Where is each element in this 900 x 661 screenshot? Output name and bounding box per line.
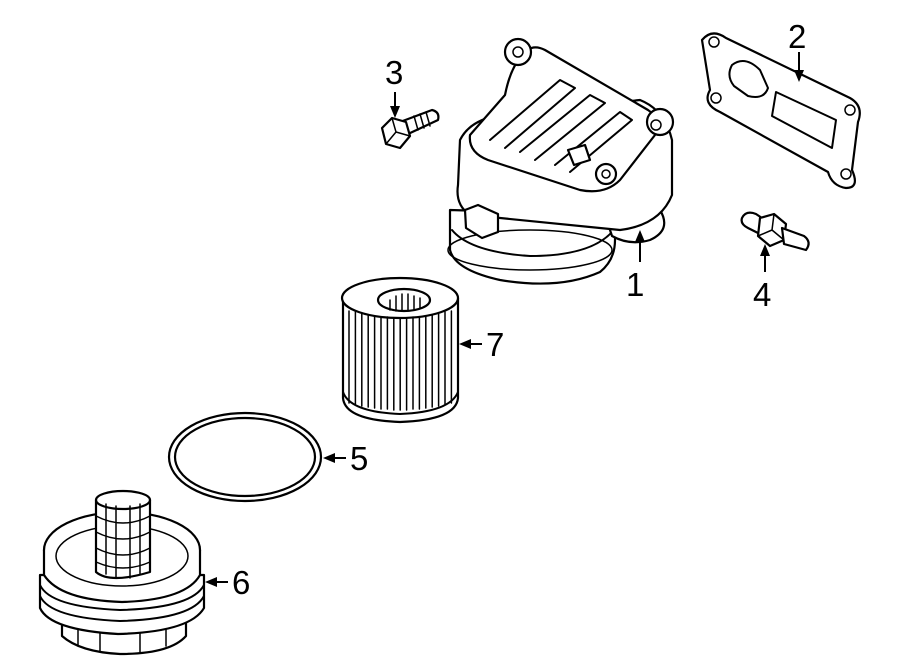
part-2-gasket[interactable] — [700, 32, 861, 190]
callout-number-3: 3 — [385, 54, 403, 91]
callout-number-2: 2 — [788, 18, 806, 55]
callout-5: 5 — [323, 440, 368, 477]
part-1-filter-housing[interactable] — [447, 37, 675, 285]
part-5-o-ring[interactable] — [167, 411, 323, 503]
part-6-filter-cap[interactable] — [38, 489, 206, 656]
callout-number-7: 7 — [486, 326, 504, 363]
part-7-filter-element[interactable] — [340, 276, 460, 424]
callout-number-1: 1 — [626, 266, 644, 303]
callout-3: 3 — [385, 54, 403, 118]
part-4-sensor[interactable] — [740, 211, 810, 252]
callout-number-5: 5 — [350, 440, 368, 477]
part-3-bolt[interactable] — [380, 108, 440, 150]
callout-6: 6 — [205, 564, 250, 601]
callout-7: 7 — [459, 326, 504, 363]
callout-1: 1 — [626, 230, 645, 303]
callout-number-6: 6 — [232, 564, 250, 601]
callout-4: 4 — [753, 244, 771, 313]
callout-number-4: 4 — [753, 276, 771, 313]
callout-2: 2 — [788, 18, 806, 82]
